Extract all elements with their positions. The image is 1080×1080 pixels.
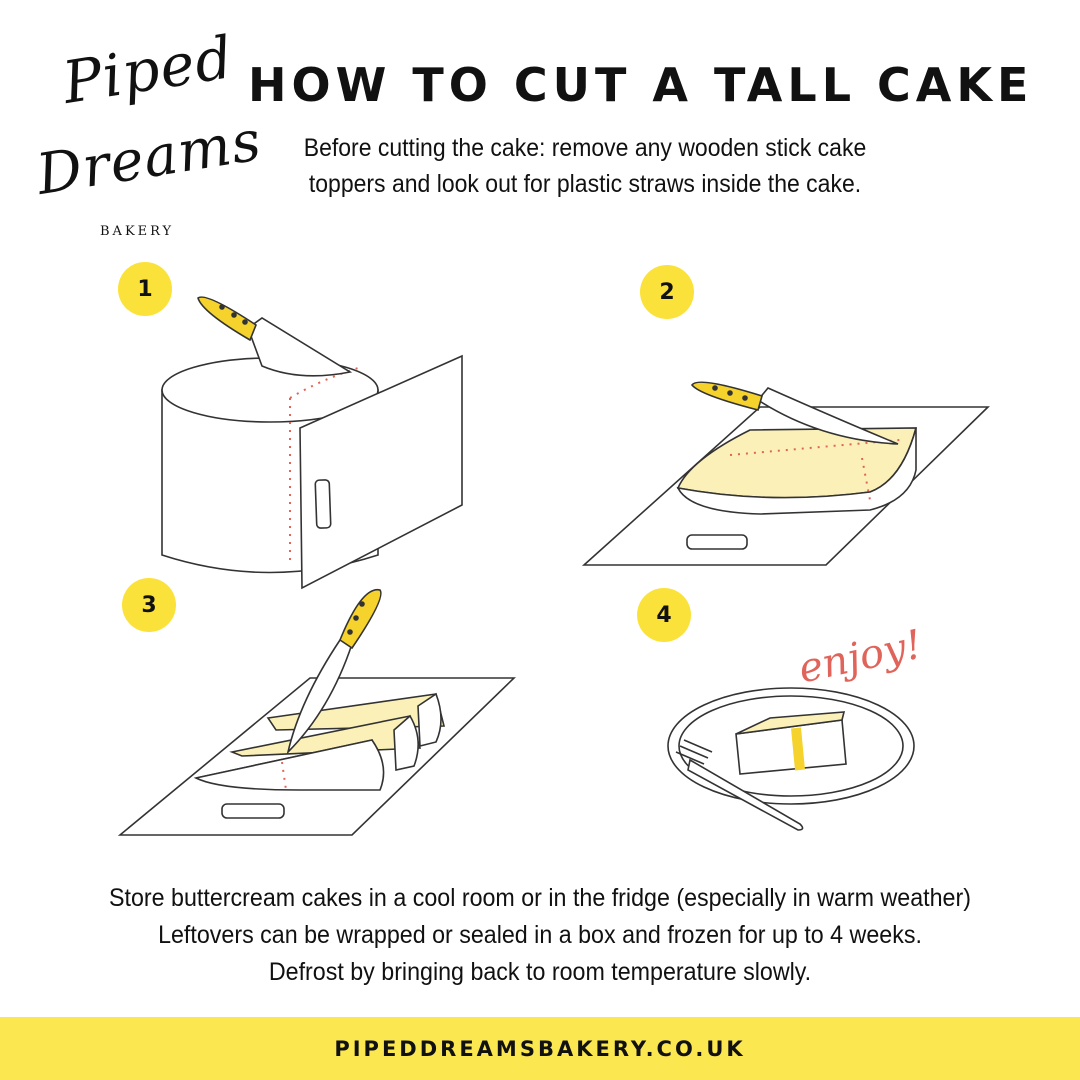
knife-slicing-cake-slab-icon <box>581 381 990 566</box>
page-title: HOW TO CUT A TALL CAKE <box>248 58 1034 112</box>
step-4-badge: 4 <box>637 588 691 642</box>
website-link[interactable]: PIPEDDREAMSBAKERY.CO.UK <box>334 1036 746 1061</box>
step-3-badge: 3 <box>122 578 176 632</box>
knife-cutting-tall-cake-icon <box>161 296 463 590</box>
storage-line-3: Defrost by bringing back to room tempera… <box>268 958 812 986</box>
illustrations <box>117 296 990 836</box>
storage-line-1: Store buttercream cakes in a cool room o… <box>109 884 971 912</box>
intro-line-1: Before cutting the cake: remove any wood… <box>303 134 867 162</box>
storage-line-2: Leftovers can be wrapped or sealed in a … <box>158 921 922 949</box>
brand-logo-subtitle: BAKERY <box>100 224 175 239</box>
step-1-badge: 1 <box>118 262 172 316</box>
knife-cutting-cake-fingers-icon <box>117 589 516 836</box>
website-banner: PIPEDDREAMSBAKERY.CO.UK <box>0 1017 1080 1080</box>
cake-slice-on-plate-with-fork-icon <box>667 687 915 831</box>
brand-logo: Piped Dreams BAKERY <box>30 23 265 250</box>
storage-instructions: Store buttercream cakes in a cool room o… <box>0 880 1080 991</box>
intro-line-2: toppers and look out for plastic straws … <box>308 170 862 198</box>
step-2-badge: 2 <box>640 265 694 319</box>
intro-text: Before cutting the cake: remove any wood… <box>277 130 893 202</box>
